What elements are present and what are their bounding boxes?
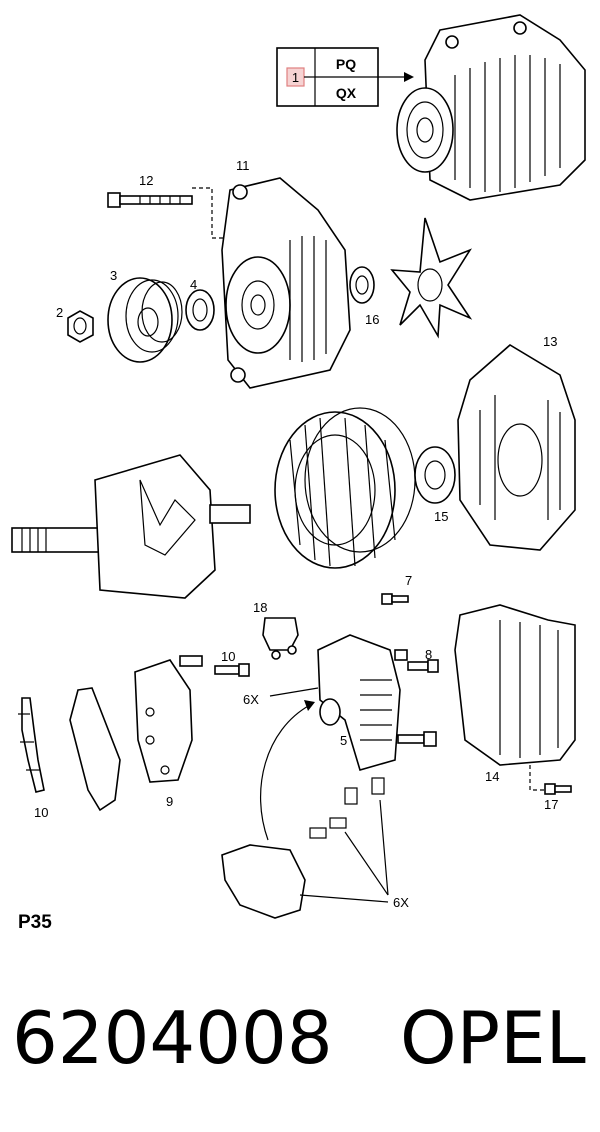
callout-2: 2 [56,305,63,320]
callout-13: 13 [543,334,557,349]
callout-10-strip: 10 [34,805,48,820]
fan [390,217,473,339]
callout-11: 11 [236,158,250,173]
part-4-spacer [185,289,215,331]
part-7-screw [381,593,409,605]
part-9-rectifier [134,655,203,783]
brand-name: OPEL [400,996,586,1080]
rotor [11,454,251,599]
part-11-drive-end-bracket [221,177,351,389]
stator [274,407,416,569]
gasket [69,687,121,812]
callout-16: 16 [365,312,379,327]
variant-top-label: PQ [336,56,356,72]
callout-17: 17 [544,797,558,812]
part-17-screw [544,783,572,795]
leader-lines [269,687,389,903]
alternator-exploded-diagram: 1 PQ QX [11,14,586,919]
diagram-code: P35 [18,912,52,933]
variant-box: 1 PQ QX [276,47,414,107]
part-2-nut [67,310,94,343]
footer: 6204008 OPEL [12,988,592,1088]
brush-holder [221,777,385,919]
part-5-regulator [317,634,408,771]
callout-7: 7 [405,573,412,588]
part-16-spacer [349,266,375,304]
part-number: 6204008 [12,996,333,1080]
variant-marker-label: 1 [292,70,299,85]
callout-15: 15 [434,509,448,524]
callout-10-screw: 10 [221,649,235,664]
callout-14: 14 [485,769,499,784]
callout-8: 8 [425,647,432,662]
variant-bottom-label: QX [336,85,357,101]
part-3-pulley [107,277,183,363]
callout-4: 4 [190,277,197,292]
part-8-screw [407,659,439,673]
part-18-clip [262,617,299,660]
callout-5: 5 [340,733,347,748]
assembled-alternator [396,14,586,201]
callout-12: 12 [139,173,153,188]
part-10-screw [214,663,250,677]
callout-6x-lower: 6X [393,895,409,910]
part-15-bearing [414,446,456,504]
part-14-rear-cover [454,604,576,791]
callout-9: 9 [166,794,173,809]
callout-6x-upper: 6X [243,692,259,707]
regulator-screw [397,731,437,747]
part-12-bolt [107,187,232,239]
callout-18: 18 [253,600,267,615]
part-10-terminal-strip [18,697,45,793]
part-13-slip-ring-bracket [457,344,576,551]
callout-3: 3 [110,268,117,283]
